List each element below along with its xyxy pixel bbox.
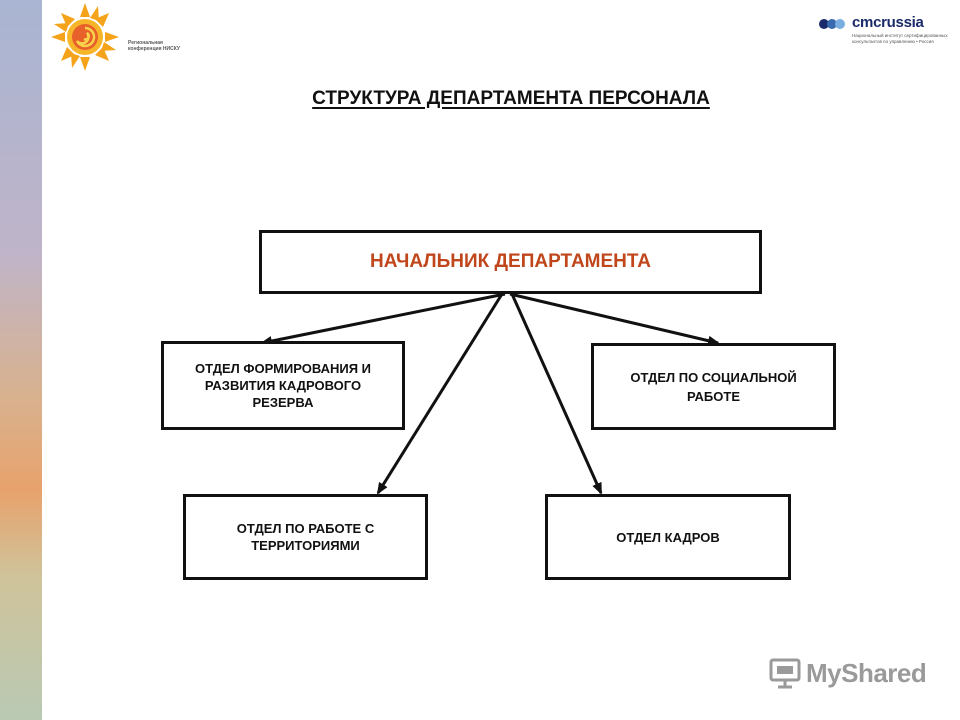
head-of-department-box: НАЧАЛЬНИК ДЕПАРТАМЕНТА xyxy=(259,230,762,294)
arrow-to-social-dept xyxy=(509,292,720,346)
sun-logo-icon xyxy=(51,3,119,71)
cmc-logo: cmcrussia Национальный институт сертифиц… xyxy=(818,14,948,54)
territories-dept-box: ОТДЕЛ ПО РАБОТЕ С ТЕРРИТОРИЯМИ xyxy=(183,494,428,580)
arrow-to-reserve-dept xyxy=(260,292,506,346)
social-dept-box: ОТДЕЛ ПО СОЦИАЛЬНОЙ РАБОТЕ xyxy=(591,343,836,430)
watermark-text: MyShared xyxy=(806,657,927,688)
presentation-icon xyxy=(769,658,801,689)
cmc-dots-icon xyxy=(819,19,845,29)
personnel-dept-box: ОТДЕЛ КАДРОВ xyxy=(545,494,791,580)
side-gradient-strip xyxy=(0,0,42,720)
arrow-to-territories-dept xyxy=(376,293,504,495)
title-text: СТРУКТУРА ДЕПАРТАМЕНТА ПЕРСОНАЛА xyxy=(312,88,710,109)
page-title: СТРУКТУРА ДЕПАРТАМЕНТА ПЕРСОНАЛА xyxy=(0,88,960,110)
cmc-name: cmcrussia xyxy=(852,14,924,31)
reserve-dept-box: ОТДЕЛ ФОРМИРОВАНИЯ И РАЗВИТИЯ КАДРОВОГО … xyxy=(161,341,405,430)
cmc-subtitle: Национальный институт сертифицированных … xyxy=(852,33,948,44)
arrow-to-personnel-dept xyxy=(510,293,603,495)
watermark: MyShared xyxy=(768,656,927,690)
conference-caption: Региональная конференция НИСКУ xyxy=(128,40,181,52)
